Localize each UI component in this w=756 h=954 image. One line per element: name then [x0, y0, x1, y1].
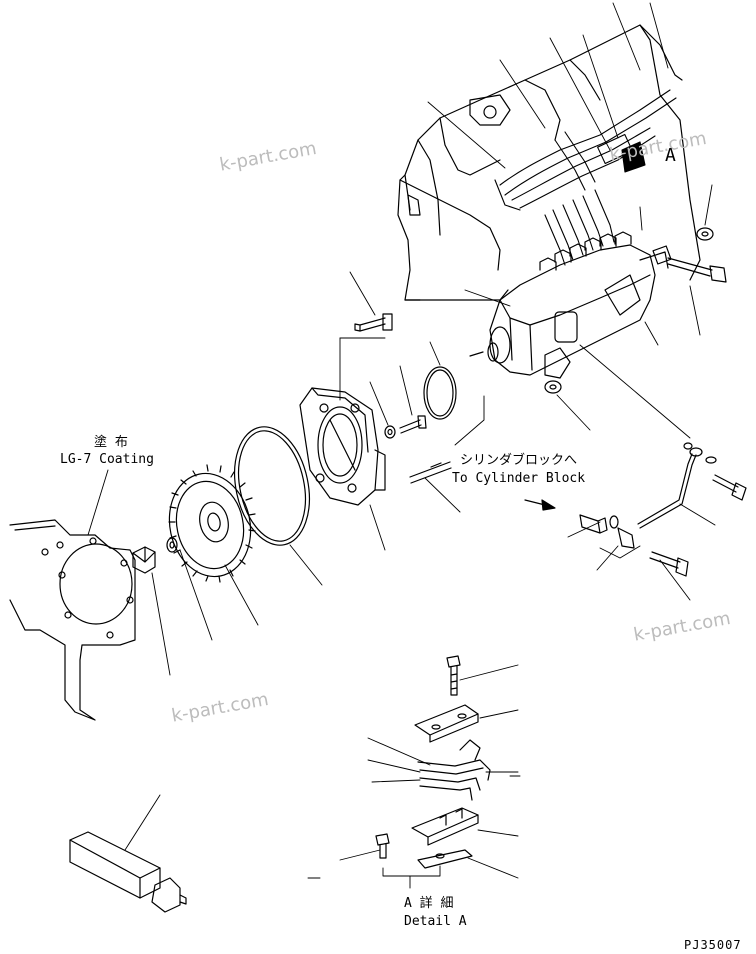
detail-label-en: Detail A — [404, 914, 467, 929]
view-marker-a: A — [665, 145, 676, 166]
oil-cap — [469, 94, 511, 126]
o-ring-small — [423, 366, 457, 420]
dash-markers — [307, 775, 521, 879]
detail-a-tubes — [417, 739, 491, 801]
pump-flange — [299, 387, 386, 506]
drive-gear — [168, 464, 256, 583]
detail-a-clamp-upper — [414, 704, 479, 743]
cylinder-arrow — [524, 499, 556, 511]
plug — [579, 514, 608, 534]
coating-label-en: LG-7 Coating — [60, 452, 154, 467]
coupling-nut — [132, 546, 156, 574]
detail-a-clamp-lower — [411, 807, 479, 869]
detail-a-bracket — [382, 865, 441, 889]
shaft-tool — [69, 831, 187, 913]
stud-bracket — [339, 337, 485, 446]
bolt-mount — [354, 313, 393, 332]
detail-a-bolt-lower — [375, 833, 390, 859]
bolt-upper-right — [667, 227, 727, 283]
fuel-pipe — [609, 442, 747, 577]
leader-lines — [87, 2, 716, 879]
washer-stud — [384, 415, 427, 439]
drawing-number: PJ35007 — [684, 938, 742, 952]
nut-washer — [166, 537, 178, 553]
long-stud — [409, 461, 452, 484]
detail-a-bolt — [446, 655, 461, 696]
injection-pipes — [494, 89, 677, 266]
cylinder-label-en: To Cylinder Block — [452, 471, 586, 486]
coating-label-jp: 塗 布 — [94, 435, 128, 450]
o-ring-large — [234, 426, 310, 546]
cylinder-label-jp: シリンダブロックへ — [460, 453, 578, 468]
gasket-plate — [9, 519, 136, 721]
detail-label-jp: A 詳 細 — [404, 896, 454, 911]
washer-pump — [544, 380, 562, 394]
fuel-injection-pump — [469, 231, 672, 379]
fitting-bracket — [599, 545, 641, 559]
